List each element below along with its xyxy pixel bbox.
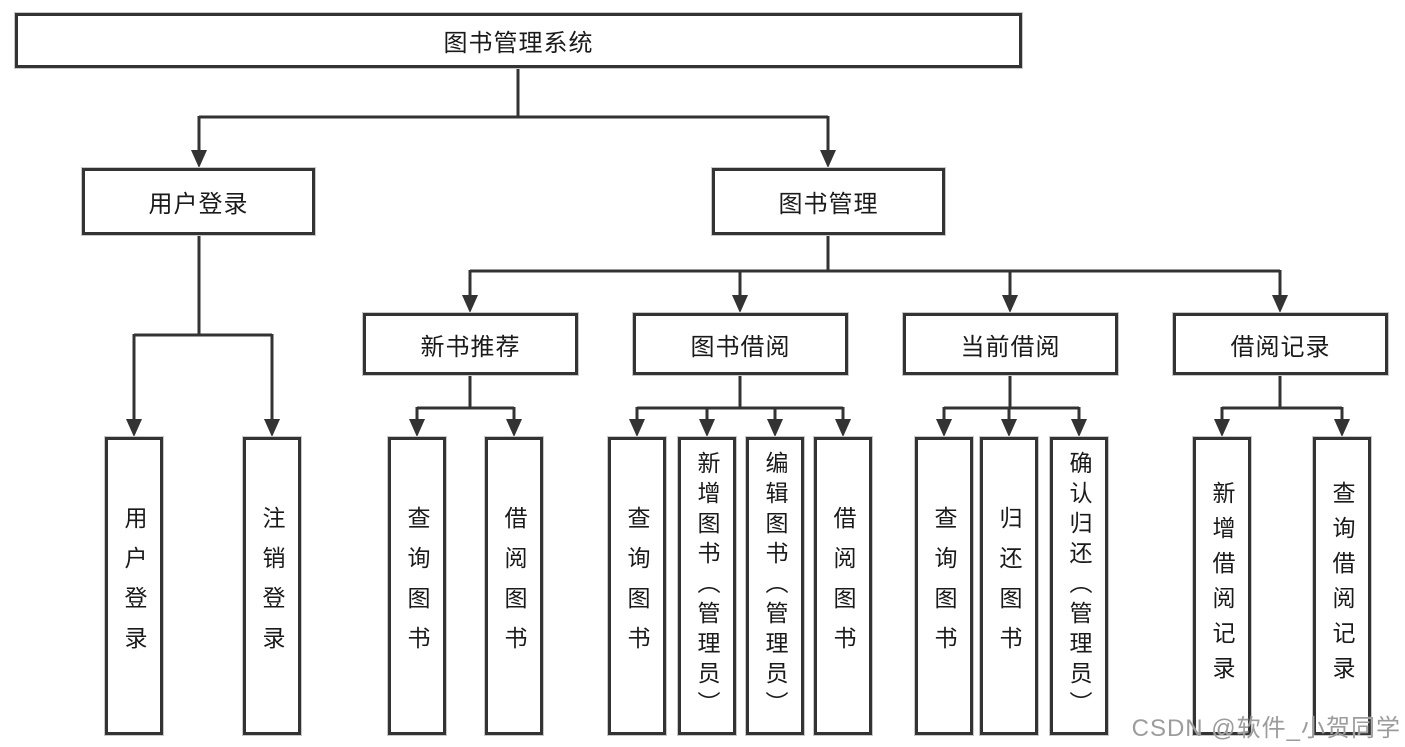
node-label: 编辑图书（管理员） bbox=[762, 451, 788, 721]
leaf-query-books-borrowing: 查询图书 bbox=[608, 437, 666, 735]
node-label: 图书管理 bbox=[778, 191, 879, 218]
node-label: 新书推荐 bbox=[420, 333, 521, 361]
node-label: 借阅图书 bbox=[501, 506, 527, 666]
leaf-add-borrow-record: 新增借阅记录 bbox=[1193, 437, 1251, 735]
leaf-query-books-current: 查询图书 bbox=[915, 437, 973, 735]
leaf-logout: 注销登录 bbox=[243, 437, 301, 735]
node-book-borrowing: 图书借阅 bbox=[633, 313, 848, 375]
leaf-confirm-return-admin: 确认归还（管理员） bbox=[1050, 437, 1108, 735]
leaf-query-books-recommend: 查询图书 bbox=[388, 437, 446, 735]
node-label: 用户登录 bbox=[148, 191, 249, 218]
leaf-edit-books-admin: 编辑图书（管理员） bbox=[746, 437, 804, 735]
leaf-borrow-books-recommend: 借阅图书 bbox=[485, 437, 543, 735]
node-label: 确认归还（管理员） bbox=[1066, 451, 1092, 721]
node-label: 查询图书 bbox=[624, 506, 650, 666]
node-label: 查询图书 bbox=[931, 506, 957, 666]
node-label: 借阅图书 bbox=[830, 506, 856, 666]
node-library-system: 图书管理系统 bbox=[15, 13, 1022, 68]
node-label: 图书借阅 bbox=[690, 333, 791, 361]
node-label: 查询图书 bbox=[404, 506, 430, 666]
leaf-user-login: 用户登录 bbox=[105, 437, 163, 735]
node-user-login: 用户登录 bbox=[82, 168, 315, 235]
node-label: 用户登录 bbox=[121, 506, 147, 666]
node-label: 借阅记录 bbox=[1230, 333, 1331, 361]
leaf-query-borrow-record: 查询借阅记录 bbox=[1313, 437, 1371, 735]
node-new-book-recommend: 新书推荐 bbox=[363, 313, 578, 375]
node-label: 注销登录 bbox=[259, 506, 285, 666]
node-label: 查询借阅记录 bbox=[1329, 481, 1355, 691]
node-borrow-records: 借阅记录 bbox=[1173, 313, 1388, 375]
node-label: 图书管理系统 bbox=[443, 30, 594, 57]
node-label: 新增借阅记录 bbox=[1209, 481, 1235, 691]
csdn-watermark: CSDN @软件_小贺同学 bbox=[1131, 715, 1401, 742]
leaf-borrow-books: 借阅图书 bbox=[814, 437, 872, 735]
leaf-add-books-admin: 新增图书（管理员） bbox=[678, 437, 736, 735]
node-current-borrowing: 当前借阅 bbox=[903, 313, 1118, 375]
node-book-management: 图书管理 bbox=[712, 168, 945, 235]
node-label: 归还图书 bbox=[996, 506, 1022, 666]
leaf-return-books: 归还图书 bbox=[980, 437, 1038, 735]
node-label: 新增图书（管理员） bbox=[694, 451, 720, 721]
node-label: 当前借阅 bbox=[960, 333, 1061, 361]
